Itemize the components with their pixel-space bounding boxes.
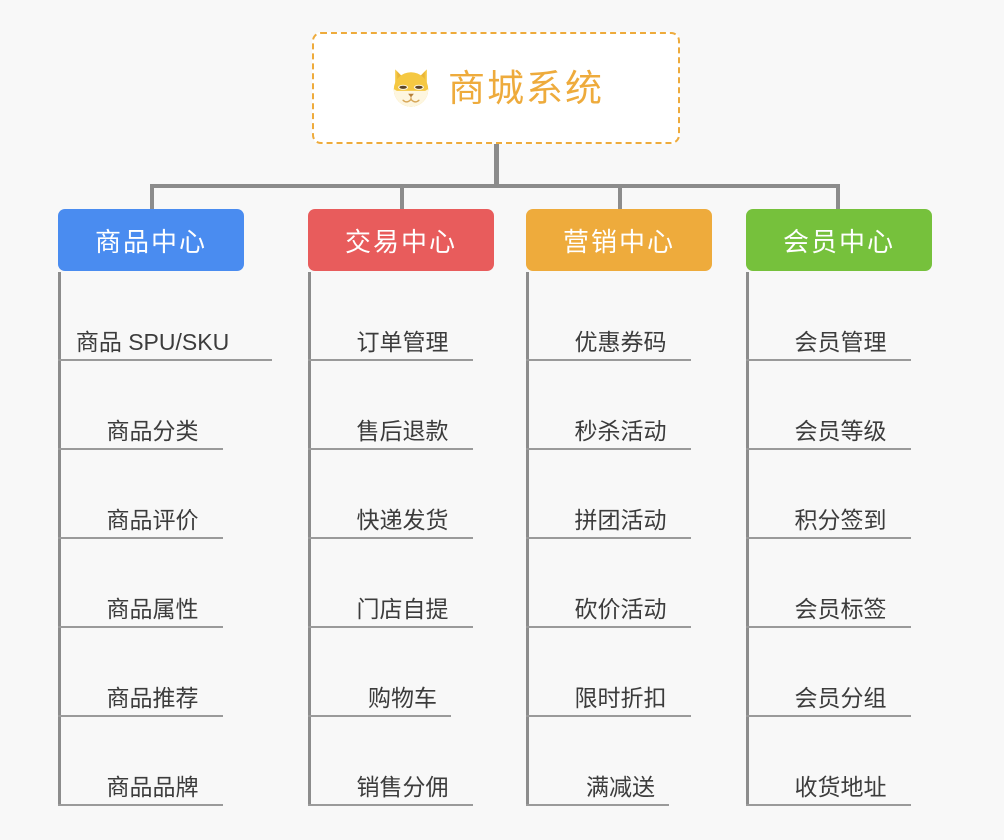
leaf-item[interactable]: 商品 SPU/SKU [58,272,272,361]
leaf-label: 销售分佣 [356,774,449,800]
leaf-list-marketing-center: 优惠券码 秒杀活动 拼团活动 砍价活动 限时折扣 满减送 [526,272,712,806]
leaf-item[interactable]: 商品推荐 [58,628,244,717]
category-label: 会员中心 [782,226,895,257]
leaf-rule [746,537,911,539]
category-column-trade-center: 交易中心 订单管理 售后退款 快递发货 门店自提 购物车 [308,209,494,806]
leaf-label: 商品评价 [106,507,199,533]
leaf-label: 商品推荐 [106,685,199,711]
leaf-label: 商品属性 [106,596,199,622]
leaf-item[interactable]: 砍价活动 [526,539,712,628]
leaf-item[interactable]: 会员分组 [746,628,932,717]
leaf-rule [746,359,911,361]
leaf-item[interactable]: 会员管理 [746,272,932,361]
leaf-list-product-center: 商品 SPU/SKU 商品分类 商品评价 商品属性 商品推荐 商品品牌 [58,272,272,806]
leaf-label: 购物车 [368,685,437,711]
category-box-trade-center[interactable]: 交易中心 [308,209,494,271]
shiba-dog-icon [388,65,434,111]
leaf-rule [526,804,669,806]
leaf-item[interactable]: 商品评价 [58,450,244,539]
leaf-label: 售后退款 [356,418,449,444]
leaf-label: 门店自提 [356,596,449,622]
category-column-member-center: 会员中心 会员管理 会员等级 积分签到 会员标签 会员分组 [746,209,932,806]
leaf-label: 会员分组 [794,685,887,711]
leaf-label: 商品分类 [106,418,199,444]
leaf-rule [58,537,223,539]
leaf-item[interactable]: 限时折扣 [526,628,712,717]
leaf-label: 积分签到 [794,507,887,533]
leaf-rule [58,715,223,717]
leaf-label: 订单管理 [356,329,449,355]
leaf-item[interactable]: 会员等级 [746,361,932,450]
connector-root-stem [494,144,499,186]
leaf-rule [526,626,691,628]
leaf-rule [526,448,691,450]
leaf-rule [58,626,223,628]
leaf-rule [526,537,691,539]
root-node-mall-system[interactable]: 商城系统 [312,32,680,144]
leaf-label: 砍价活动 [574,596,667,622]
connector-drop-marketing [618,184,622,211]
root-title: 商城系统 [448,67,604,109]
leaf-rule [58,448,223,450]
leaf-label: 会员标签 [794,596,887,622]
leaf-rule [526,359,691,361]
leaf-item[interactable]: 满减送 [526,717,712,806]
leaf-rule [746,626,911,628]
category-label: 交易中心 [344,226,457,257]
leaf-list-member-center: 会员管理 会员等级 积分签到 会员标签 会员分组 收货地址 [746,272,932,806]
leaf-item[interactable]: 订单管理 [308,272,494,361]
leaf-item[interactable]: 销售分佣 [308,717,494,806]
leaf-label: 商品 SPU/SKU [75,329,230,355]
leaf-label: 优惠券码 [574,329,667,355]
leaf-item[interactable]: 积分签到 [746,450,932,539]
leaf-rule [308,715,451,717]
leaf-rule [746,715,911,717]
leaf-rule [308,804,473,806]
leaf-rule [526,715,691,717]
leaf-item[interactable]: 门店自提 [308,539,494,628]
leaf-label: 商品品牌 [106,774,199,800]
leaf-list-trade-center: 订单管理 售后退款 快递发货 门店自提 购物车 销售分佣 [308,272,494,806]
leaf-item[interactable]: 优惠券码 [526,272,712,361]
leaf-item[interactable]: 商品品牌 [58,717,244,806]
leaf-rule [308,448,473,450]
leaf-item[interactable]: 商品分类 [58,361,244,450]
leaf-rule [746,448,911,450]
leaf-label: 快递发货 [356,507,449,533]
leaf-label: 拼团活动 [574,507,667,533]
category-column-marketing-center: 营销中心 优惠券码 秒杀活动 拼团活动 砍价活动 限时折扣 [526,209,712,806]
leaf-item[interactable]: 拼团活动 [526,450,712,539]
category-box-product-center[interactable]: 商品中心 [58,209,244,271]
leaf-rule [58,359,272,361]
leaf-label: 限时折扣 [574,685,667,711]
leaf-item[interactable]: 售后退款 [308,361,494,450]
category-box-marketing-center[interactable]: 营销中心 [526,209,712,271]
category-column-product-center: 商品中心 商品 SPU/SKU 商品分类 商品评价 商品属性 商品推荐 [58,209,272,806]
category-label: 商品中心 [94,226,207,257]
category-box-member-center[interactable]: 会员中心 [746,209,932,271]
connector-drop-trade [400,184,404,211]
category-label: 营销中心 [562,226,675,257]
leaf-rule [308,359,473,361]
connector-drop-member [836,184,840,211]
leaf-rule [308,537,473,539]
leaf-item[interactable]: 秒杀活动 [526,361,712,450]
leaf-item[interactable]: 购物车 [308,628,494,717]
leaf-label: 会员管理 [794,329,887,355]
leaf-item[interactable]: 商品属性 [58,539,244,628]
leaf-label: 秒杀活动 [574,418,667,444]
leaf-rule [308,626,473,628]
leaf-item[interactable]: 收货地址 [746,717,932,806]
connector-horizontal-bus [150,184,840,188]
leaf-label: 收货地址 [794,774,887,800]
leaf-label: 满减送 [586,774,655,800]
leaf-rule [746,804,911,806]
leaf-rule [58,804,223,806]
leaf-item[interactable]: 会员标签 [746,539,932,628]
leaf-item[interactable]: 快递发货 [308,450,494,539]
connector-drop-product [150,184,154,211]
leaf-label: 会员等级 [794,418,887,444]
